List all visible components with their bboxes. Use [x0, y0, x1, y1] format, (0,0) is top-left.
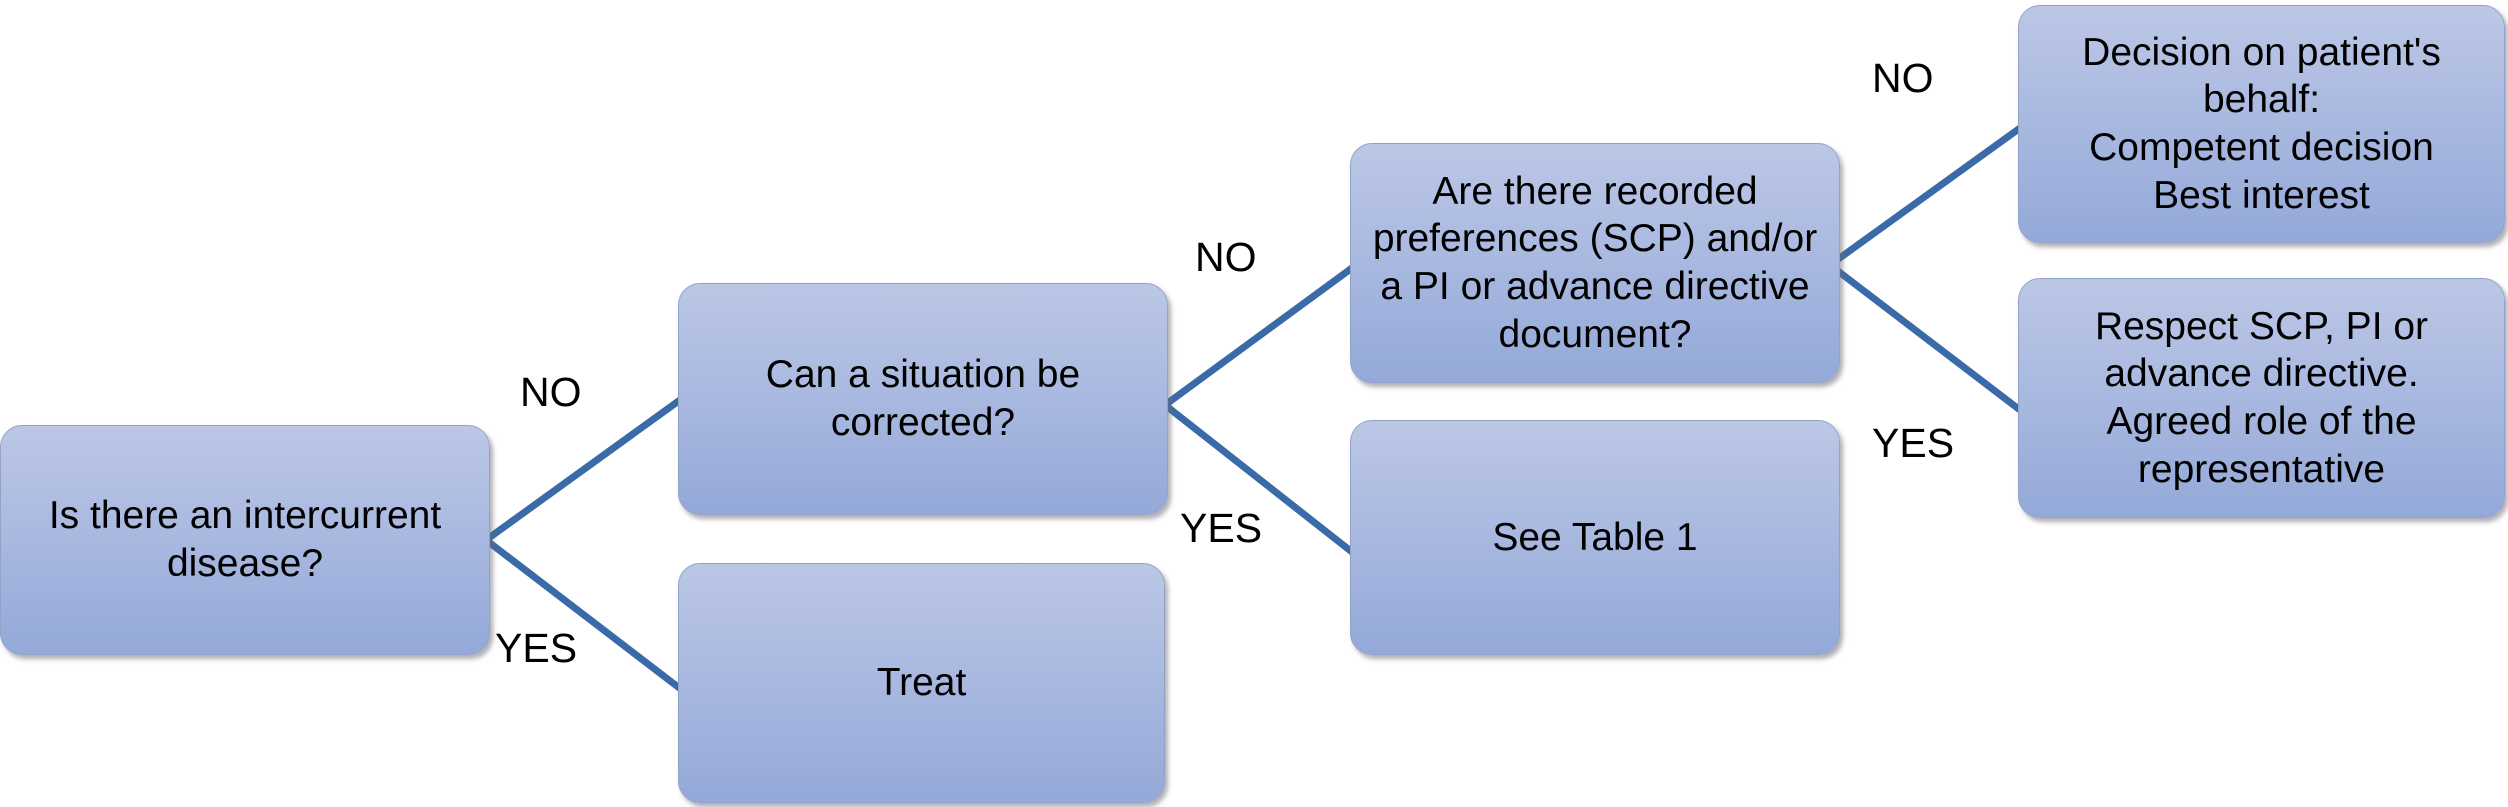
connector-edge-prefs-to-decision — [1826, 124, 2024, 269]
edge-label-label-yes-2: YES — [1180, 505, 1263, 551]
node-recorded-preferences[interactable]: Are there recorded preferences (SCP) and… — [1350, 143, 1840, 383]
edge-label-label-no-2: NO — [1195, 234, 1257, 280]
node-treat[interactable]: Treat — [678, 563, 1165, 803]
edge-label-label-no-1: NO — [520, 369, 582, 415]
node-see-table-1[interactable]: See Table 1 — [1350, 420, 1840, 655]
node-intercurrent-disease[interactable]: Is there an intercurrent disease? — [0, 425, 490, 655]
edge-label-label-yes-1: YES — [495, 625, 578, 671]
node-respect-scp[interactable]: Respect SCP, PI or advance directive. Ag… — [2018, 278, 2505, 518]
connector-edge-corrected-to-prefs — [1161, 264, 1356, 409]
node-decision-on-behalf[interactable]: Decision on patient's behalf: Competent … — [2018, 5, 2505, 243]
node-situation-corrected[interactable]: Can a situation be corrected? — [678, 283, 1168, 515]
edge-label-label-no-3: NO — [1872, 55, 1934, 101]
connector-edge-prefs-to-respect — [1826, 261, 2024, 414]
edge-label-label-yes-3: YES — [1872, 420, 1955, 466]
connector-edge-disease-to-corrected — [482, 396, 684, 544]
